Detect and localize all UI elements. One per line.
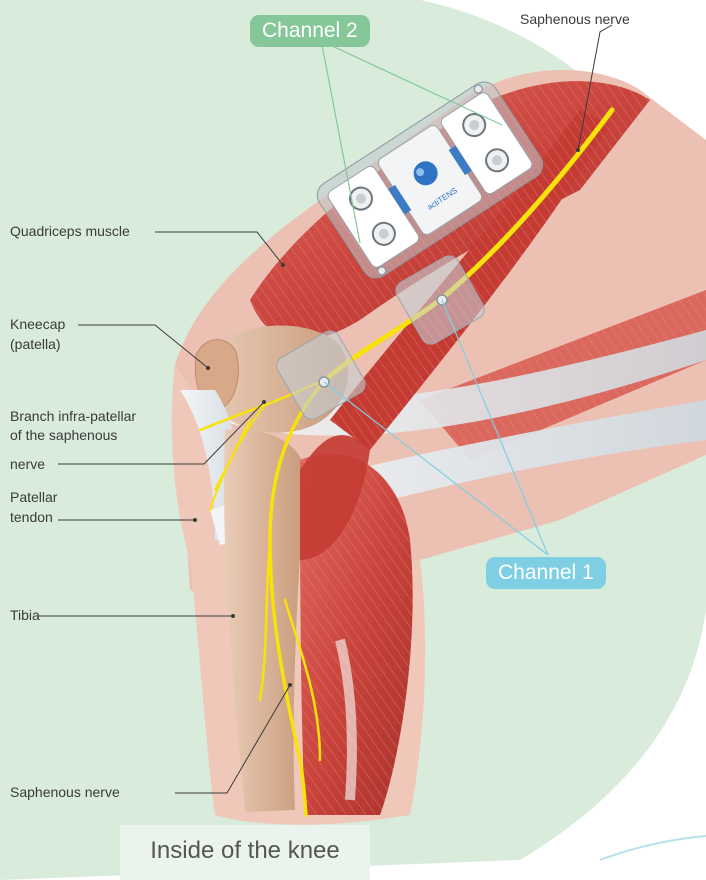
label-quadriceps-muscle: Quadriceps muscle bbox=[10, 222, 130, 240]
label-saphenous-nerve-top: Saphenous nerve bbox=[520, 10, 630, 28]
label-tendon: tendon bbox=[10, 508, 53, 526]
label-kneecap-patella: (patella) bbox=[10, 335, 61, 353]
label-branch-line-2: of the saphenous bbox=[10, 426, 117, 444]
background-circle-arc bbox=[600, 836, 706, 860]
label-saphenous-nerve-bottom: Saphenous nerve bbox=[10, 783, 120, 801]
label-tibia: Tibia bbox=[10, 606, 40, 624]
label-branch-line-1: Branch infra-patellar bbox=[10, 407, 136, 425]
channel-2-badge: Channel 2 bbox=[250, 15, 370, 47]
label-branch-line-3: nerve bbox=[10, 455, 45, 473]
label-kneecap: Kneecap bbox=[10, 315, 65, 333]
label-patellar: Patellar bbox=[10, 488, 57, 506]
channel-1-badge: Channel 1 bbox=[486, 557, 606, 589]
diagram-caption: Inside of the knee bbox=[120, 825, 370, 880]
